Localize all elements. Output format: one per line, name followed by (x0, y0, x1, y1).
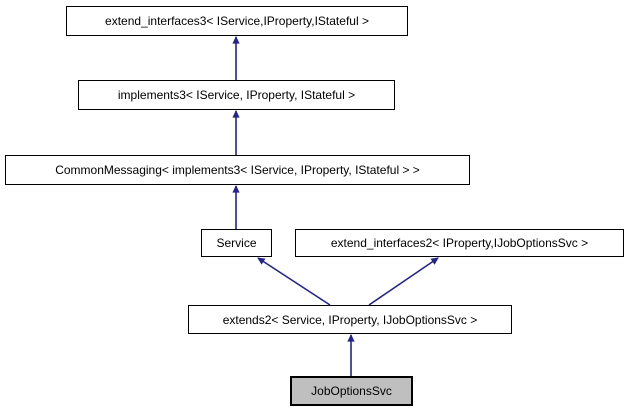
node-label: implements3< IService, IProperty, IState… (117, 88, 356, 102)
node-joboptionssvc-current[interactable]: JobOptionsSvc (291, 377, 412, 405)
node-extend-interfaces3[interactable]: extend_interfaces3< IService,IProperty,I… (66, 6, 408, 36)
node-label: JobOptionsSvc (311, 384, 392, 398)
node-label: Service (216, 236, 257, 250)
node-label: extend_interfaces2< IProperty,IJobOption… (330, 236, 589, 250)
node-label: CommonMessaging< implements3< IService, … (55, 163, 420, 177)
inheritance-edge (368, 257, 439, 306)
inheritance-edge (257, 257, 331, 306)
node-commonmessaging[interactable]: CommonMessaging< implements3< IService, … (5, 155, 470, 185)
node-extends2[interactable]: extends2< Service, IProperty, IJobOption… (188, 305, 512, 334)
node-label: extend_interfaces3< IService,IProperty,I… (105, 14, 369, 28)
node-extend-interfaces2[interactable]: extend_interfaces2< IProperty,IJobOption… (295, 229, 624, 257)
node-implements3[interactable]: implements3< IService, IProperty, IState… (78, 80, 395, 110)
node-service[interactable]: Service (201, 229, 272, 257)
node-label: extends2< Service, IProperty, IJobOption… (222, 312, 478, 327)
